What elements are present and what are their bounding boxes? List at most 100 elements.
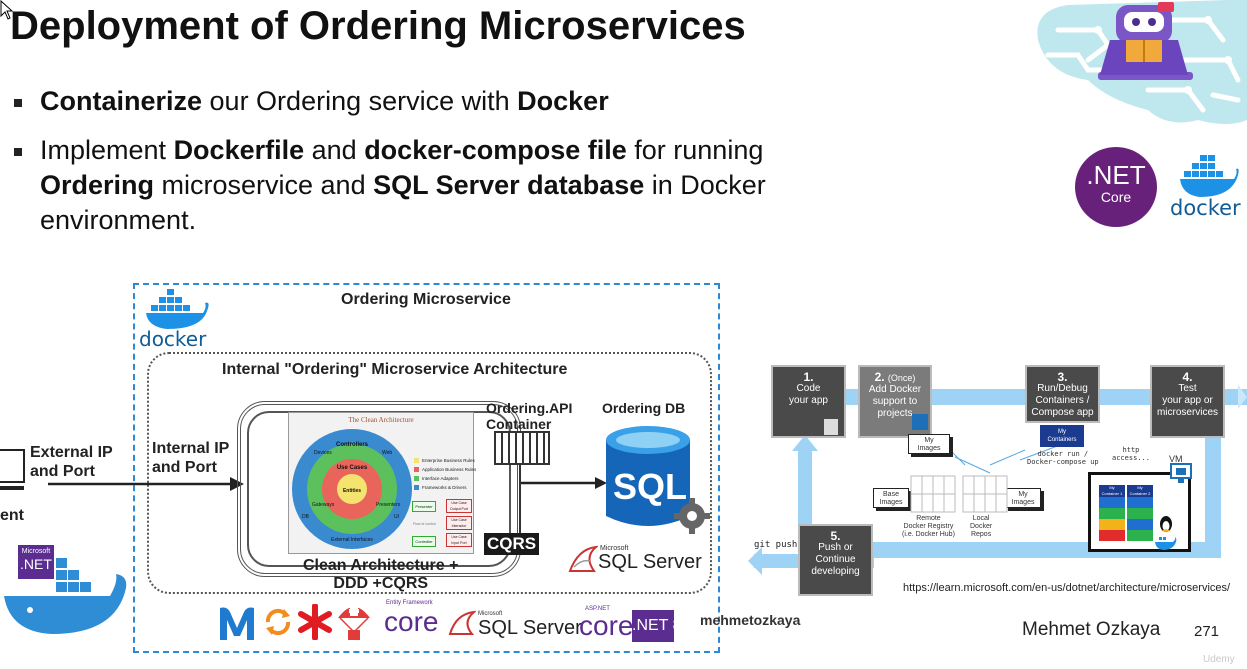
workflow-step-4-num: 4. (1182, 370, 1193, 384)
clean-architecture-rings: Controllers Use Cases Entities Devices W… (292, 429, 412, 549)
ring-gateways: Gateways (312, 502, 335, 508)
container-2-stack: My Container 2 (1127, 485, 1153, 541)
ring-web: Web (382, 450, 392, 456)
net-core-logo: .NET Core (1075, 147, 1157, 227)
container-1-label: My Container 1 (1099, 485, 1125, 497)
microsoft-net-logo: Microsoft .NET (18, 545, 54, 579)
ef-core-text: core (384, 606, 439, 637)
workflow-step-3-text: Run/Debug Containers / Compose app (1031, 383, 1094, 418)
bold-text: Containerize (40, 86, 203, 116)
internal-architecture-title: Internal "Ordering" Microservice Archite… (222, 361, 568, 378)
clean-architecture-legend: Enterprise Business Rules Application Bu… (414, 456, 476, 492)
ef-core-small-text: Entity Framework (386, 600, 433, 606)
bold-text: Docker (517, 86, 609, 116)
text: and (304, 135, 365, 165)
docker-run-label: docker run / Docker-compose up (1027, 450, 1099, 466)
brain-bot-illustration-icon (1037, 0, 1247, 124)
document-icon (824, 419, 838, 435)
ring-use-cases: Use Cases (337, 465, 368, 471)
sql-logo-text: SQL (613, 466, 688, 507)
workflow-step-1-num: 1. (803, 370, 814, 384)
bold-text: Ordering (40, 170, 155, 200)
asterisk-logo-icon (298, 604, 332, 640)
page-number: 271 (1194, 623, 1220, 640)
slide-title: Deployment of Ordering Microservices (10, 4, 746, 48)
local-repos-label: Local Docker Repos (970, 515, 993, 538)
ring-controllers: Controllers (336, 442, 369, 448)
cqrs-badge: CQRS (484, 533, 540, 555)
workflow-step-5-num: 5. (830, 529, 841, 543)
sql-server-icon (568, 545, 598, 572)
container-1-layer (1099, 497, 1125, 508)
remote-registry-label: Remote Docker Registry (i.e. Docker Hub) (902, 515, 955, 538)
ring-presenters: Presenters (376, 502, 401, 508)
workflow-step-5-text: Push or Continue developing (811, 542, 860, 577)
aspnet-core-text: core (579, 610, 634, 641)
sql-server-text: SQL Server (598, 551, 702, 573)
legend-text: Interface Adapters (422, 476, 459, 481)
bullet-marker (14, 99, 22, 107)
workflow-step-3: 3. Run/Debug Containers / Compose app (1025, 365, 1100, 423)
my-images-stack-2: My Images (1005, 488, 1041, 508)
bullet-2: Implement Dockerfile and docker-compose … (14, 133, 840, 238)
sql-server-icon (448, 610, 476, 635)
mouse-cursor-icon (0, 0, 14, 20)
mediatr-icon (220, 607, 254, 640)
bullet-2-text: Implement Dockerfile and docker-compose … (40, 135, 766, 235)
docker-whale-icon (1180, 155, 1239, 197)
legend-text: Enterprise Business Rules (422, 458, 475, 463)
medical-parachute-icon (338, 606, 370, 640)
docker-logo-text: docker (1170, 196, 1241, 220)
workflow-step-4-text: Test your app or microservices (1156, 383, 1219, 418)
ring-devices: Devices (314, 450, 332, 456)
microsoft-net-small: Microsoft (21, 548, 51, 555)
sql-server-microsoft-text: Microsoft (600, 545, 629, 552)
text: Implement (40, 135, 174, 165)
container-2-layer (1127, 530, 1153, 541)
legend-item: Frameworks & Drivers (414, 483, 476, 492)
flow-of-control-label: Flow of control (413, 522, 436, 526)
container-1-layer (1099, 508, 1125, 519)
ordering-microservice-title: Ordering Microservice (341, 291, 511, 308)
container-2-layer (1127, 497, 1153, 508)
aspnet-small-text: ASP.NET (585, 606, 610, 612)
workflow-step-2-number: 2. (874, 370, 885, 384)
workflow-step-2-text: Add Docker support to projects (868, 384, 922, 419)
workflow-step-2-num: 2. (Once) (860, 371, 930, 384)
sql-server-row-text: SQL Server (478, 617, 582, 639)
docker-whale-large-icon (4, 558, 127, 634)
docker-small-icon (912, 414, 928, 430)
bullet-1-text: Containerize our Ordering service with D… (40, 86, 609, 116)
text: our Ordering service with (202, 86, 518, 116)
my-containers-box: My Containers (1040, 425, 1084, 447)
net-core-logo-core: Core (1100, 189, 1132, 205)
refresh-cycle-icon (265, 608, 291, 636)
docker-mini-icon (1155, 537, 1177, 550)
workflow-step-5: 5. Push or Continue developing (798, 524, 873, 596)
bold-text: SQL Server database (373, 170, 645, 200)
flow-input-port: Use Case Input Port (446, 533, 472, 547)
docker-logo-text: docker (139, 327, 207, 351)
ordering-microservice-boundary (133, 283, 720, 653)
flow-interactor: Use Case Interactor (446, 516, 472, 530)
legend-item: Enterprise Business Rules (414, 456, 476, 465)
container-1-layer (1099, 530, 1125, 541)
legend-item: Application Business Rules (414, 465, 476, 474)
internal-ip-label: Internal IP and Port (152, 440, 230, 476)
bullet-marker (14, 148, 22, 156)
ordering-db-label: Ordering DB (602, 400, 686, 416)
container-2-layer (1127, 508, 1153, 519)
client-label: ent (0, 507, 24, 524)
workflow-step-3-num: 3. (1057, 370, 1068, 384)
bold-text: Dockerfile (173, 135, 305, 165)
ring-external-interfaces: External Interfaces (331, 537, 373, 543)
legend-text: Application Business Rules (422, 467, 477, 472)
sql-server-row-small: Microsoft (478, 611, 503, 617)
container-grid-icon (494, 431, 550, 475)
docker-whale-icon (146, 289, 209, 329)
source-url: https://learn.microsoft.com/en-us/dotnet… (903, 582, 1231, 594)
clean-architecture-title: The Clean Architecture (348, 416, 414, 424)
bullet-1: Containerize our Ordering service with D… (14, 84, 840, 119)
text: for running (626, 135, 764, 165)
container-2-label: My Container 2 (1127, 485, 1153, 497)
